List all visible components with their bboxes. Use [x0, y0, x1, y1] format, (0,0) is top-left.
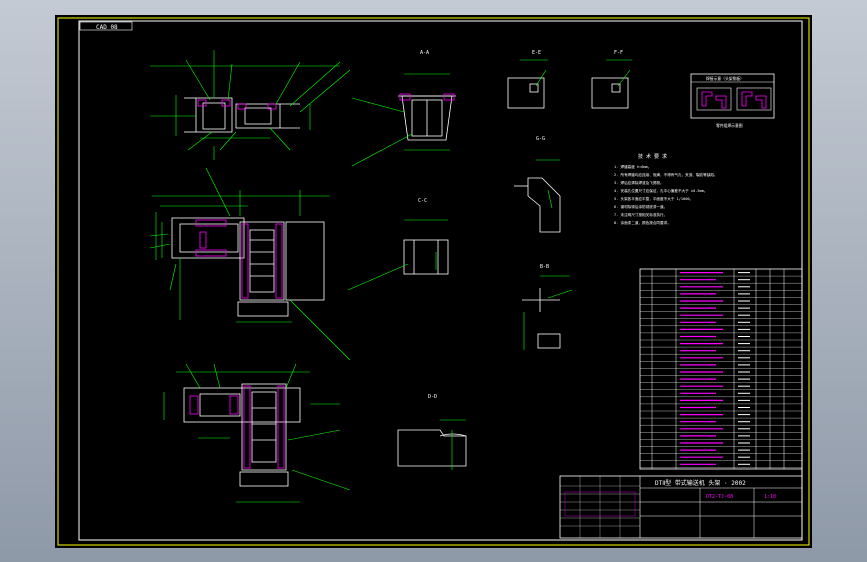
- section-a-dims: [351, 73, 450, 167]
- detail-e-view: [507, 77, 545, 109]
- detail-e-dims: [520, 59, 548, 87]
- note-line: 3. 焊后应清除焊渣及飞溅物。: [614, 180, 664, 185]
- detail-b-dims: [523, 275, 573, 350]
- note-line: 1. 焊缝高度 h=6mm。: [614, 164, 651, 169]
- corner-tag-text: CAD 08: [96, 24, 118, 31]
- inset-footer: 零件组焊示意图: [716, 123, 743, 128]
- inset-caption: 焊接示意（头架侧板）: [706, 76, 744, 81]
- plan-view-middle-dims: [149, 167, 351, 361]
- front-view-top-magenta: [197, 99, 277, 110]
- section-c-dims: [347, 219, 448, 291]
- section-a-magenta: [399, 93, 455, 101]
- side-view-bottom-dims: [163, 363, 351, 503]
- plan-view-middle-magenta: [195, 219, 283, 299]
- sheet-outer-border: [57, 17, 810, 546]
- front-view-top-dims: [150, 50, 351, 160]
- side-view-bottom: [183, 383, 301, 487]
- note-line: 7. 未注明尺寸按相关标准执行。: [614, 212, 667, 217]
- section-label-d: D-D: [428, 394, 437, 400]
- detail-g-dims: [536, 159, 560, 209]
- detail-f-dims: [606, 59, 632, 87]
- plan-view-middle: [171, 217, 325, 317]
- section-label-b: B-B: [540, 264, 549, 270]
- section-label-c: C-C: [418, 198, 427, 204]
- sheet-inner-frame: [78, 20, 803, 541]
- detail-f-view: [591, 77, 629, 109]
- notes-title: 技 术 要 求: [638, 153, 667, 160]
- note-line: 4. 安装孔位置尺寸应保证，孔中心偏差不大于 ±0.5mm。: [614, 188, 708, 193]
- note-line: 6. 钢材除锈后涂防锈底漆一道。: [614, 204, 667, 209]
- inset-detail-box: 焊接示意（头架侧板） 零件组焊示意图: [690, 73, 775, 128]
- corner-tag-box: [79, 21, 133, 31]
- note-line: 8. 涂面漆二道，颜色按合同要求。: [614, 220, 671, 225]
- detail-g-view: [514, 177, 561, 233]
- sheet-title: DTⅡ型 带式输送机 头架 · 2002: [655, 479, 746, 487]
- section-label-a: A-A: [420, 50, 429, 56]
- detail-b-view: [522, 288, 561, 349]
- note-line: 2. 所有焊缝均应连续、饱满，不得有气孔、夹渣、裂纹等缺陷。: [614, 172, 718, 177]
- title-block: DTⅡ型 带式输送机 头架 · 2002 DT2-TJ-08 1:10: [559, 475, 803, 539]
- section-a-view: [398, 95, 456, 141]
- section-c-view: [403, 239, 449, 275]
- cad-drawing-canvas[interactable]: [55, 15, 812, 548]
- note-line: 5. 头架各平面应平整，平面度不大于 1/1000。: [614, 196, 693, 201]
- section-d-view: [397, 429, 467, 467]
- side-view-bottom-magenta: [189, 385, 285, 469]
- drawing-number: DT2-TJ-08: [706, 494, 733, 500]
- section-label-f: F-F: [614, 50, 623, 56]
- technical-notes: 1. 焊缝高度 h=6mm。 2. 所有焊缝均应连续、饱满，不得有气孔、夹渣、裂…: [614, 164, 718, 225]
- section-label-e: E-E: [532, 50, 541, 56]
- front-view-top: [184, 97, 300, 133]
- parts-list-table: [639, 268, 803, 470]
- section-label-g: G-G: [536, 136, 545, 142]
- section-d-dims: [440, 419, 466, 470]
- scale-label: 1:10: [764, 494, 776, 500]
